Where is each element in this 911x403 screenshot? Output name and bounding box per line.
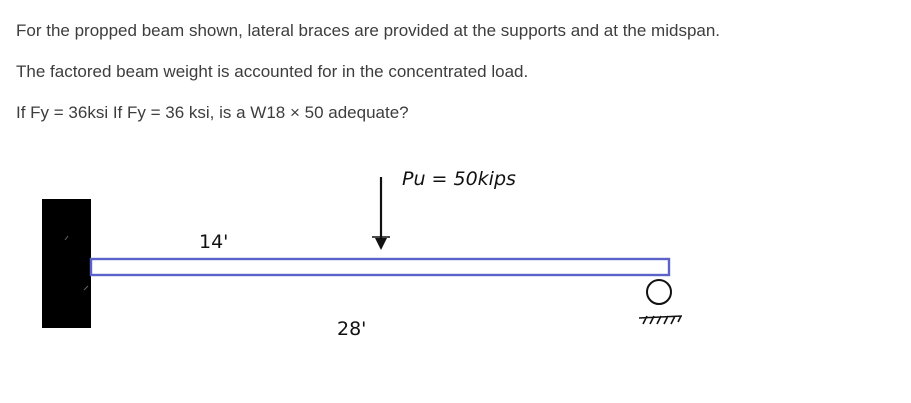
propped-beam-diagram: Pu = 50kips 14' 28' xyxy=(42,168,683,340)
problem-line-1: For the propped beam shown, lateral brac… xyxy=(16,21,721,40)
fixed-support-wall xyxy=(42,199,91,328)
dimension-half-label: 14' xyxy=(199,231,228,253)
load-arrow xyxy=(372,177,390,250)
wall-hatch-1 xyxy=(64,235,69,241)
load-label: Pu = 50kips xyxy=(402,168,516,190)
dimension-full-label: 28' xyxy=(337,318,366,340)
roller-support xyxy=(646,279,672,305)
problem-line-2: The factored beam weight is accounted fo… xyxy=(16,62,529,81)
wall-hatch-2 xyxy=(83,285,89,291)
problem-line-3: If Fy = 36ksi If Fy = 36 ksi, is a W18 ×… xyxy=(16,103,409,122)
beam xyxy=(89,257,671,277)
ground-hatch xyxy=(638,315,683,325)
